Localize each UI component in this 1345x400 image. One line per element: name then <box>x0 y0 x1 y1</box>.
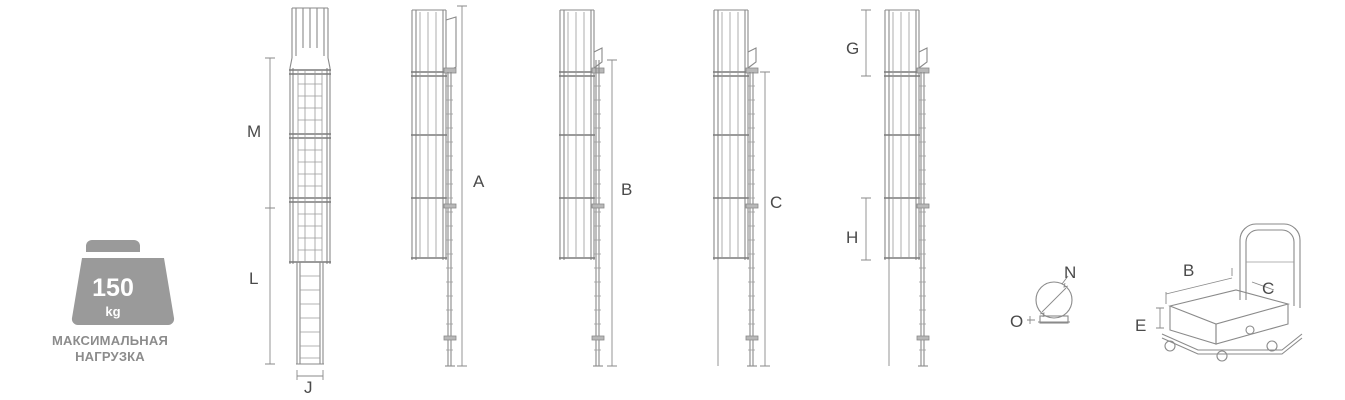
packaging-trolley <box>1156 223 1303 362</box>
profile-cross-section <box>1027 275 1073 324</box>
dim-label-pack-C: C <box>1262 279 1274 298</box>
ladder-side-view-GH <box>861 9 930 367</box>
dim-label-J: J <box>304 378 313 397</box>
ladder-front-view <box>265 7 331 380</box>
dim-label-C: C <box>770 193 782 212</box>
dim-label-M: M <box>247 122 261 141</box>
max-load-caption: МАКСИМАЛЬНАЯ НАГРУЗКА <box>30 333 190 365</box>
weight-icon: 150 kg <box>71 240 175 326</box>
ladder-side-view-C <box>713 9 770 367</box>
ladder-side-view-A <box>411 5 467 367</box>
dim-label-A: A <box>473 172 485 191</box>
dim-label-B: B <box>621 180 632 199</box>
dim-label-L: L <box>249 269 258 288</box>
weight-value: 150 <box>92 274 134 302</box>
dim-label-pack-E: E <box>1135 316 1146 335</box>
max-load-caption-line2: НАГРУЗКА <box>75 349 145 364</box>
max-load-caption-line1: МАКСИМАЛЬНАЯ <box>51 333 169 348</box>
dim-label-N: N <box>1064 263 1076 282</box>
dim-label-O: O <box>1010 312 1023 331</box>
ladder-side-view-B <box>559 9 617 367</box>
dim-label-G: G <box>846 39 859 58</box>
dim-label-pack-B: B <box>1183 261 1194 280</box>
dim-label-H: H <box>846 228 858 247</box>
weight-unit: kg <box>105 304 120 319</box>
